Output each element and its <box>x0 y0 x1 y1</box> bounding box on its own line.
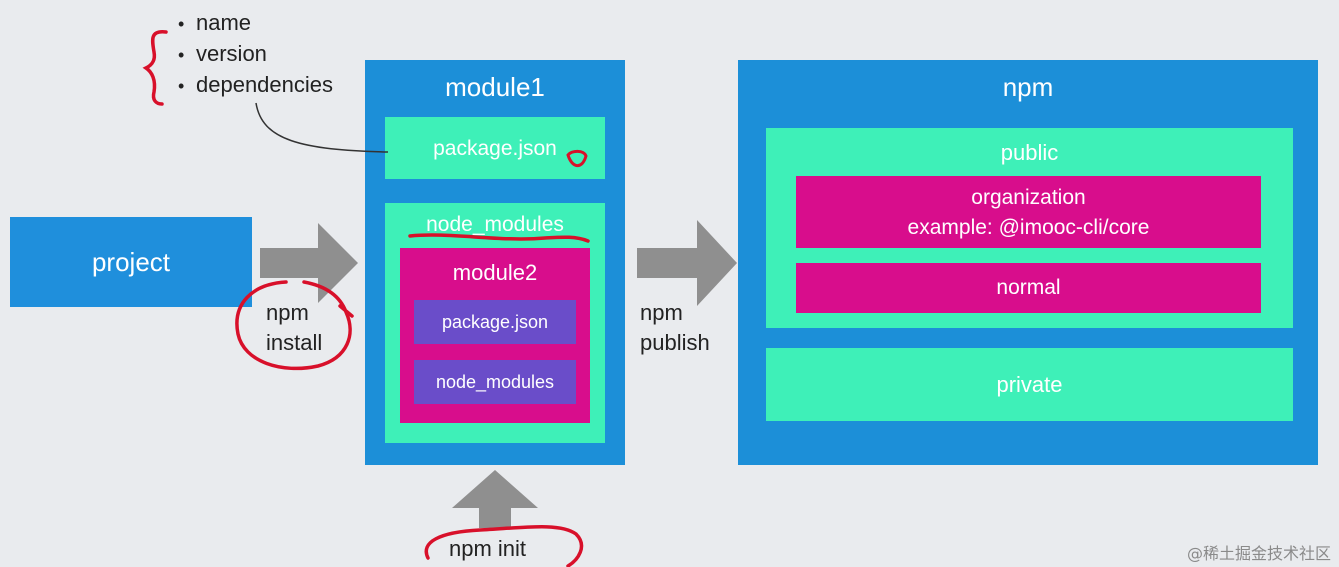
init-arrow <box>452 470 538 528</box>
project-label: project <box>91 247 171 277</box>
npm-init-label: npm init <box>449 536 527 561</box>
module1-box: module1 package.json node_modules module… <box>365 60 625 465</box>
fields-connector-line <box>255 102 389 153</box>
module1-package-json-box: package.json <box>385 117 605 179</box>
module1-node-modules-box: node_modules module2 package.json node_m… <box>385 203 605 443</box>
module2-title: module2 <box>452 260 538 285</box>
module2-package-json-label: package.json <box>441 312 549 332</box>
annotation-install-circle <box>235 280 354 371</box>
npm-private-label: private <box>996 372 1063 397</box>
module2-package-json-box: package.json <box>414 300 576 344</box>
organization-label: organization <box>971 186 1086 209</box>
npm-install-label: npm install <box>266 298 322 358</box>
npm-publish-label: npm publish <box>640 298 710 358</box>
watermark-text: @稀土掘金技术社区 <box>1186 544 1331 563</box>
normal-label: normal <box>996 276 1061 299</box>
npm-title: npm <box>1002 72 1054 102</box>
module2-node-modules-label: node_modules <box>435 372 555 392</box>
npm-private-box: private <box>766 348 1293 421</box>
annotation-brace <box>142 30 168 106</box>
install-arrow <box>260 223 358 303</box>
npm-publish-line2: publish <box>640 330 710 355</box>
module2-node-modules-box: node_modules <box>414 360 576 404</box>
module2-box: module2 package.json node_modules <box>400 248 590 423</box>
field-item-dependencies: dependencies <box>178 70 333 101</box>
npm-publish-line1: npm <box>640 300 683 325</box>
organization-box: organization example: @imooc-cli/core <box>796 176 1261 248</box>
npm-public-title: public <box>1000 140 1059 165</box>
publish-arrow <box>637 220 737 306</box>
module1-package-json-label: package.json <box>433 137 557 160</box>
field-item-version: version <box>178 39 333 70</box>
organization-example-label: example: @imooc-cli/core <box>907 216 1150 239</box>
annotation-init-circle <box>424 524 584 567</box>
normal-box: normal <box>796 263 1261 313</box>
annotation-package-json-mark <box>566 149 588 168</box>
package-fields-list: name version dependencies <box>178 8 333 101</box>
field-item-name: name <box>178 8 333 39</box>
project-box: project <box>10 217 252 307</box>
module1-node-modules-label: node_modules <box>426 213 564 236</box>
npm-install-line1: npm <box>266 300 309 325</box>
annotation-node-modules-underline <box>408 233 590 243</box>
npm-public-box: public organization example: @imooc-cli/… <box>766 128 1293 328</box>
npm-install-line2: install <box>266 330 323 355</box>
module1-title: module1 <box>445 72 545 102</box>
npm-registry-box: npm public organization example: @imooc-… <box>738 60 1318 465</box>
